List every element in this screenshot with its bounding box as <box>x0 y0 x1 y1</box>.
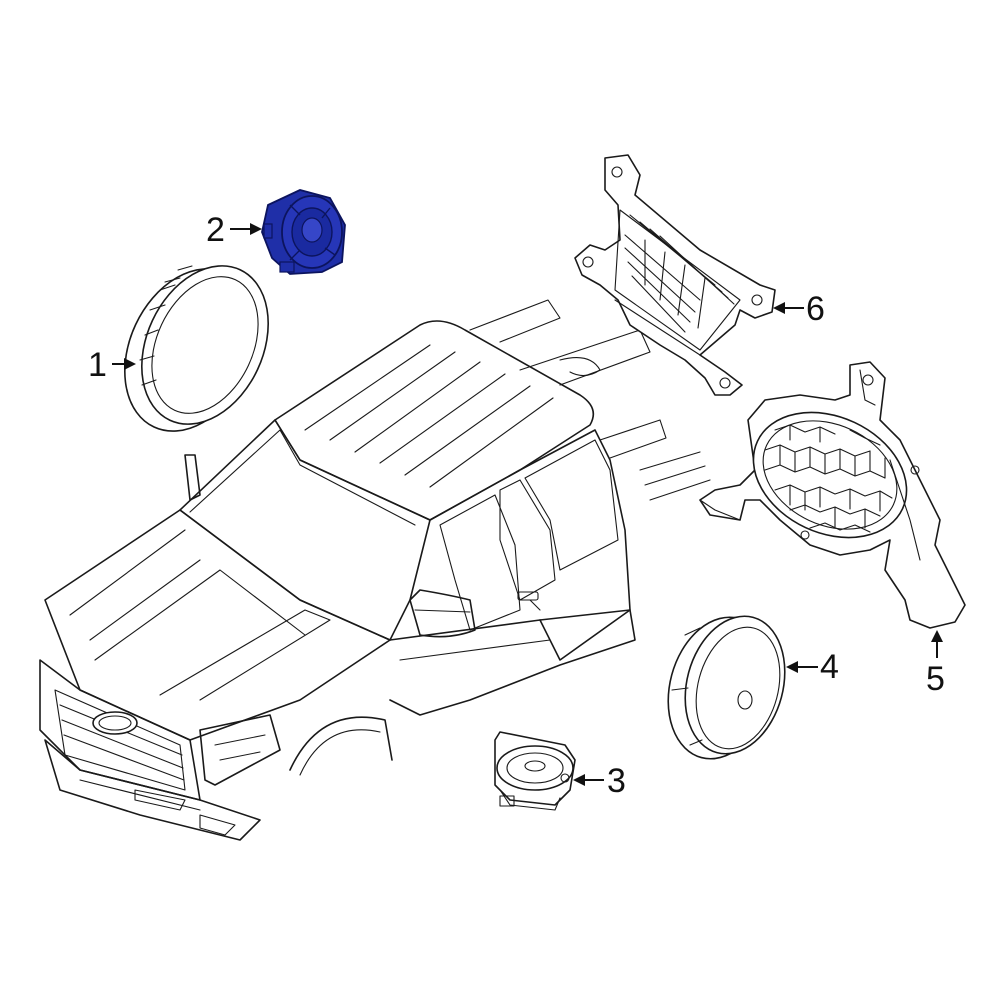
callout-3: 3 <box>573 762 626 800</box>
callout-1-arrowhead <box>124 358 136 370</box>
part-3-speaker <box>494 731 576 811</box>
callout-3-arrowhead <box>573 774 585 786</box>
callout-5: 5 <box>926 630 945 698</box>
callout-4-label: 4 <box>820 648 839 686</box>
part-2-tweeter-highlighted <box>261 189 346 275</box>
truck-illustration <box>39 299 711 841</box>
callout-2: 2 <box>206 211 262 249</box>
callout-4: 4 <box>786 648 839 686</box>
callout-1: 1 <box>88 346 136 384</box>
callout-5-label: 5 <box>926 660 945 698</box>
callout-2-arrowhead <box>250 223 262 235</box>
callout-1-label: 1 <box>88 346 107 384</box>
callout-5-arrowhead <box>931 630 943 642</box>
callout-6-arrowhead <box>773 302 785 314</box>
part-1-speaker-trim-ring <box>124 265 269 432</box>
part-4-woofer-speaker <box>667 615 786 760</box>
callout-6-label: 6 <box>806 290 825 328</box>
part-5-speaker-grille-bracket <box>699 361 966 629</box>
part-6-amplifier-module <box>574 154 776 396</box>
callout-2-label: 2 <box>206 211 225 249</box>
callout-4-arrowhead <box>786 661 798 673</box>
callout-3-label: 3 <box>607 762 626 800</box>
callout-6: 6 <box>773 290 825 328</box>
